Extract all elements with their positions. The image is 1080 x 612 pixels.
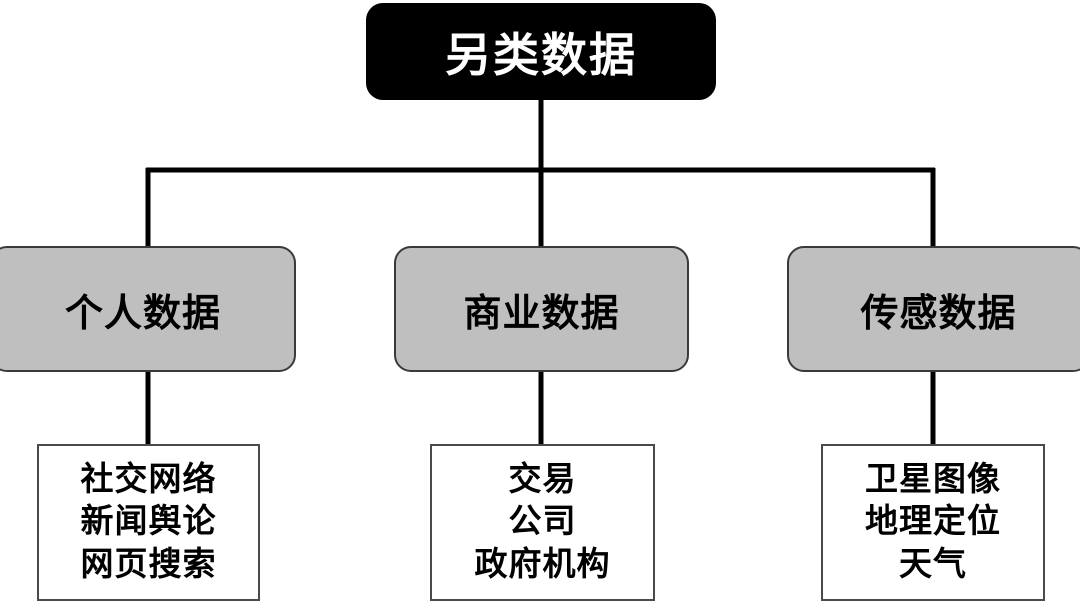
leaf-item: 公司 [508, 504, 577, 541]
leaf-item: 地理定位 [865, 504, 1001, 541]
root-node-alternative-data[interactable]: 另类数据 [366, 3, 716, 100]
leaf-item: 新闻舆论 [80, 504, 217, 541]
leaf-item: 社交网络 [80, 462, 217, 499]
category-node-business-data[interactable]: 商业数据 [394, 246, 689, 372]
leaf-item: 卫星图像 [865, 462, 1001, 499]
leaf-item: 天气 [899, 546, 967, 583]
category-node-personal-data[interactable]: 个人数据 [0, 246, 296, 372]
leaf-box-sensor-data[interactable]: 卫星图像 地理定位 天气 [821, 444, 1045, 601]
category-node-sensor-data[interactable]: 传感数据 [787, 246, 1080, 372]
leaf-box-business-data[interactable]: 交易 公司 政府机构 [430, 444, 655, 601]
leaf-item: 政府机构 [474, 546, 611, 583]
leaf-box-personal-data[interactable]: 社交网络 新闻舆论 网页搜索 [37, 444, 260, 601]
leaf-item: 交易 [508, 462, 577, 499]
leaf-item: 网页搜索 [80, 546, 217, 583]
